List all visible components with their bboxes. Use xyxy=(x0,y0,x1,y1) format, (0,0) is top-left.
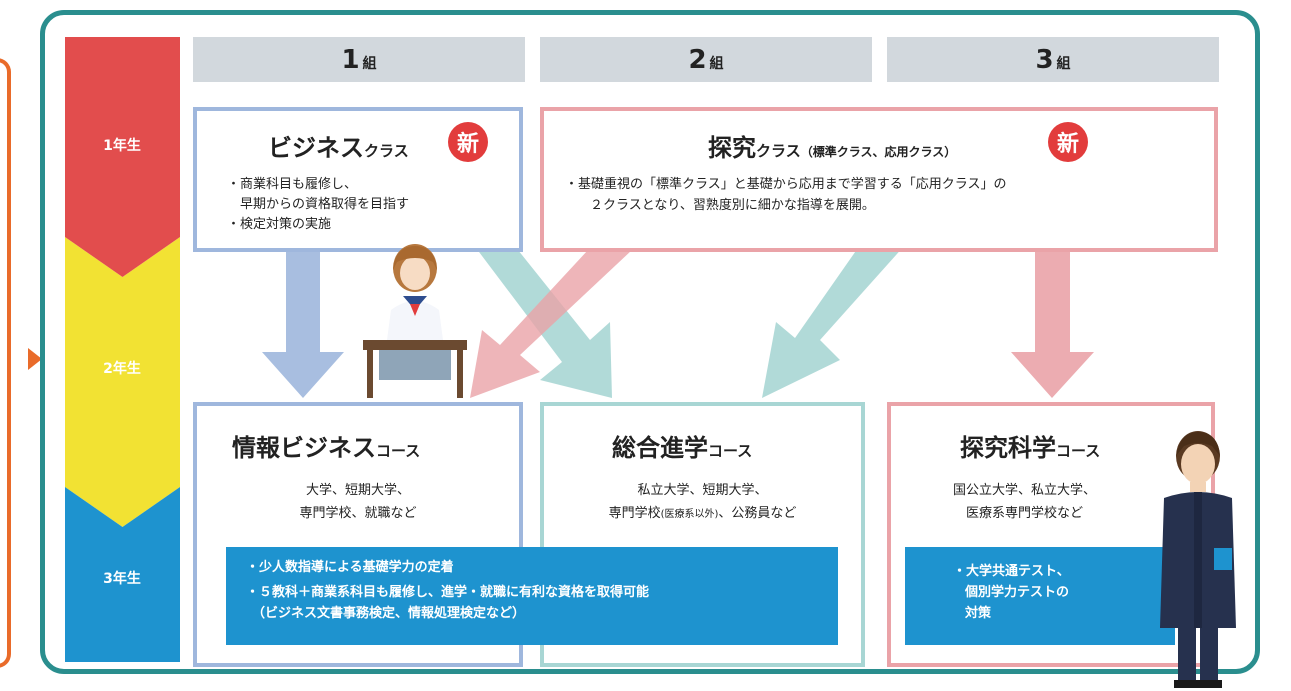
tankyu-class-title: 探究クラス（標準クラス、応用クラス） xyxy=(708,128,956,163)
band-right-line3: 対策 xyxy=(965,606,992,621)
group-2-number: 2 xyxy=(688,44,707,75)
group-1-kumi: 組 xyxy=(362,55,377,72)
band-right-line1: ・大学共通テスト、 xyxy=(953,564,1070,579)
arrow-tankyu-to-general xyxy=(762,245,905,398)
science-detail-band: ・大学共通テスト、 個別学力テストの 対策 xyxy=(905,547,1175,645)
year-2-label: 2年生 xyxy=(103,361,141,377)
group-1-number: 1 xyxy=(341,44,360,75)
science-course-title: 探究科学コース xyxy=(960,428,1100,463)
science-course-title-main: 探究科学 xyxy=(960,434,1056,462)
band-left-line2: ・５教科＋商業系科目も履修し、進学・就職に有利な資格を取得可能 xyxy=(246,585,650,600)
arrow-tankyu-to-science xyxy=(1011,250,1094,398)
science-course-line1: 国公立大学、私立大学、 xyxy=(952,483,1096,498)
general-course-line2-c: 、公務員など xyxy=(718,506,797,521)
business-new-badge: 新 xyxy=(448,122,488,162)
info-business-course-line1: 大学、短期大学、 xyxy=(305,483,410,498)
student-boy-illustration xyxy=(1160,431,1236,688)
tankyu-new-badge: 新 xyxy=(1048,122,1088,162)
year-3-label: 3年生 xyxy=(103,571,141,587)
general-course-title: 総合進学コース xyxy=(612,428,752,463)
tankyu-class-title-suffix: クラス xyxy=(756,142,801,160)
business-class-line2: 早期からの資格取得を目指す xyxy=(240,197,410,212)
tankyu-class-line1: ・基礎重視の「標準クラス」と基礎から応用まで学習する「応用クラス」の xyxy=(565,177,1007,192)
science-course-line2: 医療系専門学校など xyxy=(965,506,1083,521)
tankyu-class-title-sub: （標準クラス、応用クラス） xyxy=(800,145,957,159)
group-3-kumi: 組 xyxy=(1056,55,1071,72)
general-course-line1: 私立大学、短期大学、 xyxy=(637,483,768,498)
business-class-line3: ・検定対策の実施 xyxy=(227,217,332,232)
business-class-title-main: ビジネス xyxy=(268,134,364,162)
business-class-title: ビジネスクラス xyxy=(268,128,409,163)
tankyu-class-line2: ２クラスとなり、習熟度別に細かな指導を展開。 xyxy=(590,198,875,213)
general-course-title-suffix: コース xyxy=(708,442,753,460)
business-class-title-suffix: クラス xyxy=(364,142,409,160)
science-course-title-suffix: コース xyxy=(1056,442,1101,460)
band-right-line2: 個別学力テストの xyxy=(965,585,1070,600)
year-1-label: 1年生 xyxy=(103,138,141,154)
info-business-course-title-suffix: コース xyxy=(376,442,421,460)
group-2-kumi: 組 xyxy=(709,55,724,72)
group-3-number: 3 xyxy=(1035,44,1054,75)
arrow-business-to-info xyxy=(262,240,344,398)
year-timeline xyxy=(65,37,180,662)
tankyu-class-title-main: 探究 xyxy=(708,134,756,162)
arrow-tankyu-to-info xyxy=(470,250,632,398)
general-course-line2: 専門学校(医療系以外)、公務員など xyxy=(540,503,865,526)
info-business-course-line2: 専門学校、就職など xyxy=(299,506,417,521)
band-left-line3: （ビジネス文書事務検定、情報処理検定など） xyxy=(252,606,526,621)
student-girl-illustration xyxy=(363,244,467,398)
band-left-line1: ・少人数指導による基礎学力の定着 xyxy=(246,560,454,575)
tankyu-class-box xyxy=(540,107,1218,252)
business-class-line1: ・商業科目も履修し、 xyxy=(227,177,358,192)
info-business-course-title: 情報ビジネスコース xyxy=(232,428,420,463)
orange-pointer-arrow xyxy=(28,348,42,370)
general-course-title-main: 総合進学 xyxy=(612,434,708,462)
info-business-course-title-main: 情報ビジネス xyxy=(232,434,376,462)
general-course-line2-note: (医療系以外) xyxy=(660,509,719,520)
info-general-detail-band: ・少人数指導による基礎学力の定着 ・５教科＋商業系科目も履修し、進学・就職に有利… xyxy=(226,547,838,645)
general-course-line2-a: 専門学校 xyxy=(608,506,661,521)
